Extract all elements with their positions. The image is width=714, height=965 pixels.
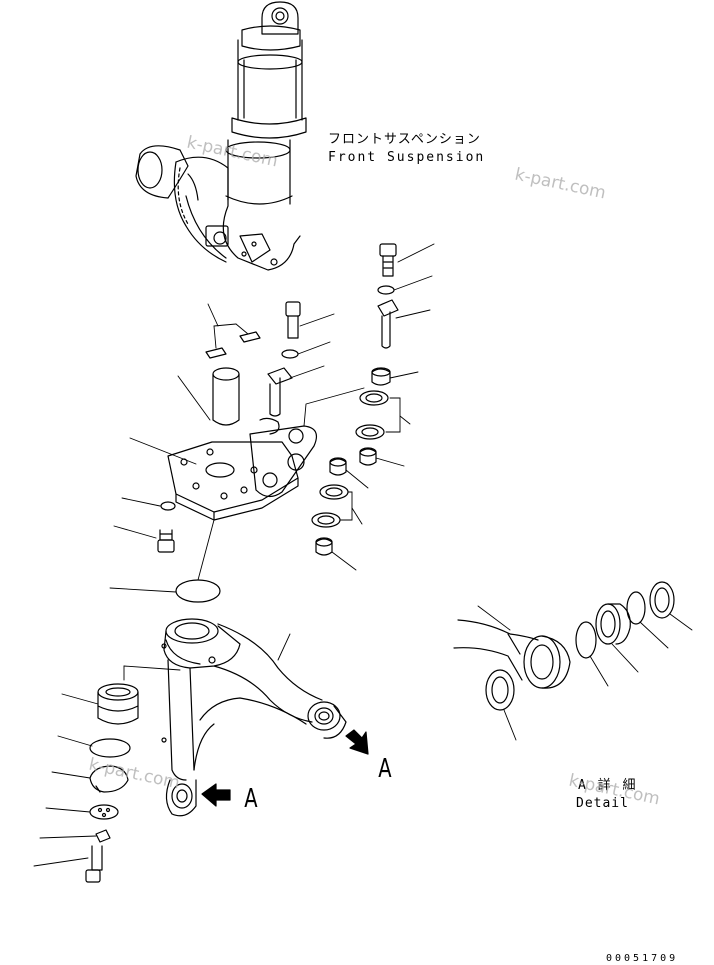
detail-a-view bbox=[453, 581, 675, 711]
suspension-cylinder bbox=[135, 1, 307, 271]
detail-label-english: Detail bbox=[576, 796, 629, 811]
diagram-title-japanese: フロントサスペンション bbox=[328, 132, 481, 147]
bearing-stack bbox=[85, 683, 139, 883]
view-arrow-right bbox=[345, 729, 369, 755]
leader-lines bbox=[33, 243, 693, 867]
drawing-number: 00051709 bbox=[606, 953, 679, 964]
bracket-plate bbox=[167, 417, 317, 521]
view-label-a-right: A bbox=[378, 754, 392, 784]
suspension-arm bbox=[161, 618, 347, 817]
bolts-and-bushings bbox=[205, 243, 399, 556]
bolt-washer-left bbox=[157, 501, 176, 553]
view-arrow-bottom bbox=[201, 783, 231, 807]
detail-label-japanese: A 詳 細 bbox=[578, 778, 638, 793]
diagram-title-english: Front Suspension bbox=[328, 150, 486, 165]
view-label-a-bottom: A bbox=[244, 784, 258, 814]
o-ring bbox=[175, 579, 221, 603]
